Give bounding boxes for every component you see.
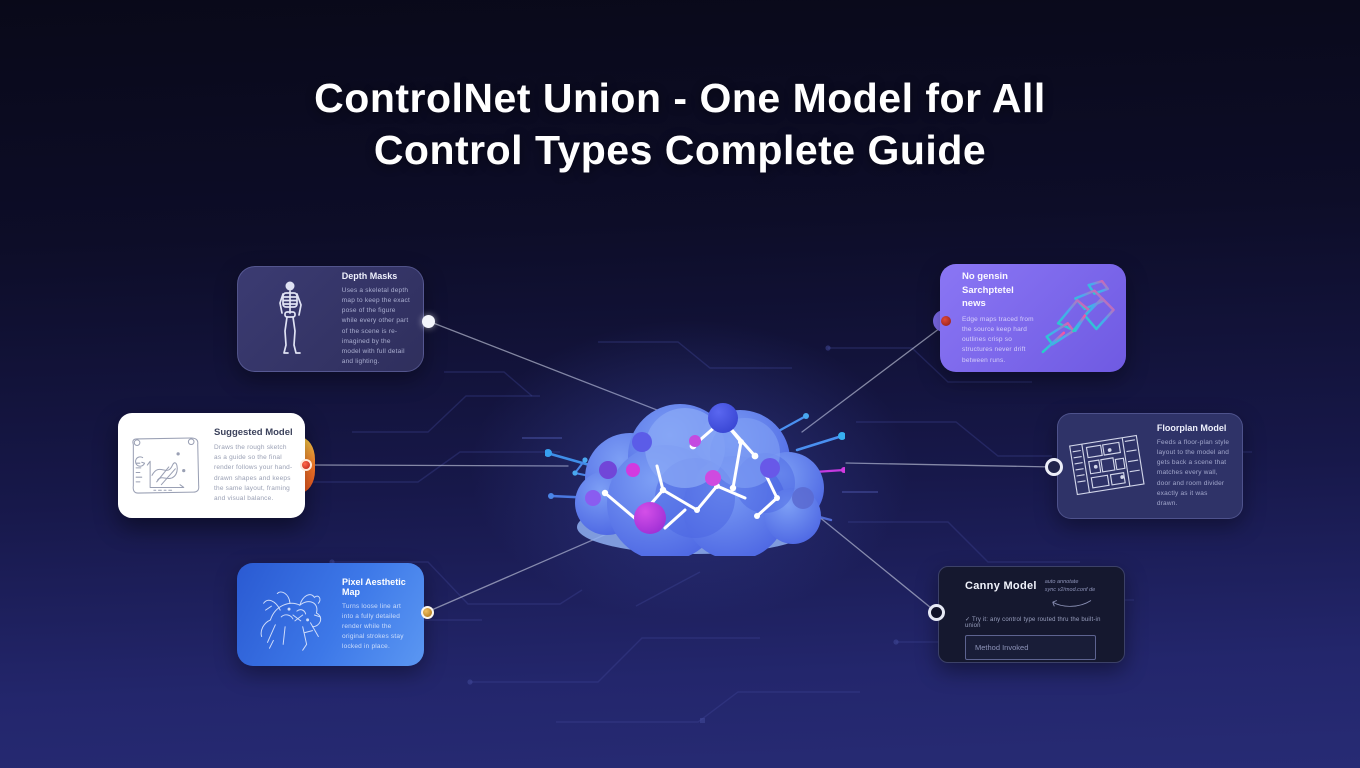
creature-sketch-icon — [237, 575, 342, 655]
card-title-suggested: Suggested Model — [214, 427, 293, 439]
annotation-line-1: auto annotate — [1044, 579, 1079, 585]
card-caption-canny: ✓ Try it: any control type routed thru t… — [965, 616, 1101, 629]
card-title-canny: Canny Model — [965, 580, 1037, 592]
blueprint-icon — [1058, 429, 1157, 503]
card-title-edge-line2: Sarchptetel news — [962, 284, 1014, 309]
connector-dot-edge — [941, 316, 951, 326]
card-body-depth: Uses a skeletal depth map to keep the ex… — [341, 287, 410, 365]
card-lineart: Pixel Aesthetic Map Turns loose line art… — [237, 563, 424, 666]
card-title-floorplan: Floorplan Model — [1156, 423, 1227, 434]
connector-dot-lineart — [421, 606, 434, 619]
skeleton-icon — [238, 279, 342, 359]
card-title-lineart: Pixel Aesthetic Map — [342, 576, 406, 597]
connector-dot-depth — [422, 315, 435, 328]
neon-edges-icon — [1038, 276, 1126, 360]
card-edge-map: No gensin Sarchptetel news Edge maps tra… — [940, 264, 1126, 372]
card-title-depth: Depth Masks — [341, 271, 398, 282]
card-body-floorplan: Feeds a floor-plan style layout to the m… — [1156, 439, 1230, 507]
prompt-input[interactable] — [965, 634, 1096, 660]
card-body-edge: Edge maps traced from the source keep ha… — [962, 316, 1034, 364]
sketch-frame-icon — [118, 433, 214, 499]
brain-network-illustration — [545, 403, 845, 556]
card-body-lineart: Turns loose line art into a fully detail… — [342, 602, 404, 651]
title-line-2: Control Types Complete Guide — [373, 127, 987, 174]
annotation-line-2: sync v2/mod.conf de — [1044, 587, 1096, 594]
card-suggested-model: Suggested Model Draws the rough sketch a… — [118, 413, 305, 518]
connector-ring-floorplan — [1045, 458, 1063, 476]
card-body-suggested: Draws the rough sketch as a guide so the… — [214, 444, 293, 502]
connector-dot-suggested — [300, 459, 312, 471]
title-line-1: ControlNet Union - One Model for All — [314, 75, 1046, 121]
card-canny-model: Canny Model auto annotate sync v2/mod.co… — [938, 566, 1125, 663]
card-title-edge-line1: No gensin — [962, 271, 1008, 283]
annotation-swoosh-icon — [1052, 599, 1091, 607]
annotation-note: auto annotate sync v2/mod.conf de — [1045, 578, 1097, 613]
card-floorplan: Floorplan Model Feeds a floor-plan style… — [1057, 413, 1243, 519]
page-title: ControlNet Union - One Model for All Con… — [0, 72, 1360, 177]
connector-ring-canny — [928, 604, 945, 621]
card-depth-masks: Depth Masks Uses a skeletal depth map to… — [237, 266, 424, 372]
